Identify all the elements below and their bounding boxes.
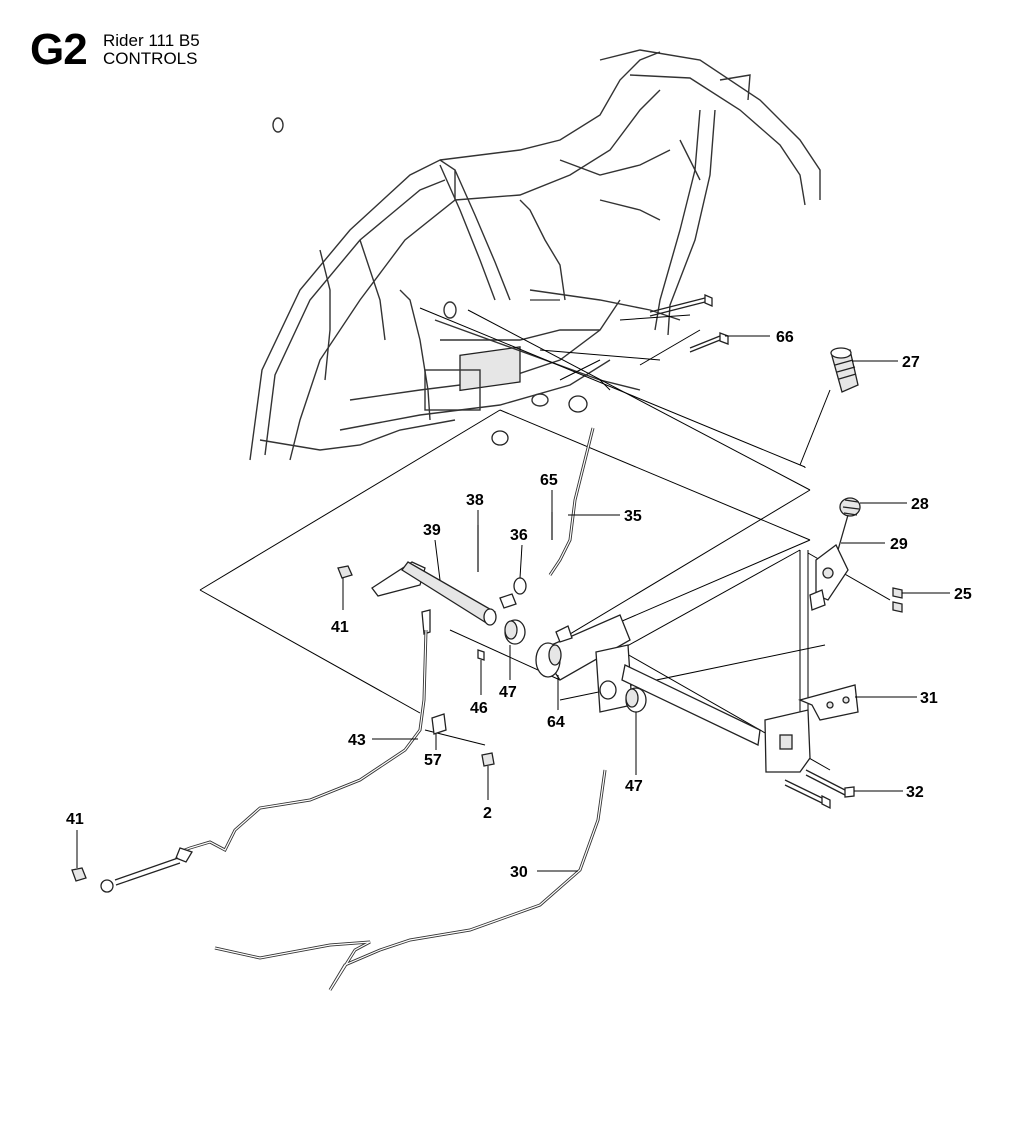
part-plate: [764, 709, 811, 773]
callout-29: 29: [890, 536, 908, 553]
callout-30: 30: [510, 864, 528, 881]
section-name: CONTROLS: [103, 49, 198, 68]
part-46-clip: [477, 649, 485, 661]
callout-28: 28: [911, 496, 929, 513]
assembly-guide-lines: [199, 299, 891, 771]
callout-57: 57: [424, 752, 442, 769]
part-36-clip: [513, 577, 527, 595]
part-25-screws: [892, 587, 903, 613]
callout-39: 39: [423, 522, 441, 539]
model-name: Rider 111 B5: [103, 31, 200, 50]
callout-65: 65: [540, 472, 558, 489]
callout-27: 27: [902, 354, 920, 371]
section-code: G2: [30, 25, 88, 74]
part-29-lever: [809, 514, 849, 611]
part-27-grip: [830, 347, 859, 393]
part-43-cable: [100, 609, 431, 893]
callout-66: 66: [776, 329, 794, 346]
callout-35: 35: [624, 508, 642, 525]
callout-64: 64: [547, 714, 565, 731]
callout-36: 36: [510, 527, 528, 544]
callout-labels: 66 27 28 29 25 65 35 38 39 36 41 47 46 6…: [66, 329, 972, 881]
callout-41-bottom: 41: [66, 811, 84, 828]
chassis-frame: [249, 49, 821, 461]
part-66-bolts: [649, 294, 729, 353]
part-30-cable: [214, 769, 607, 991]
callout-2: 2: [483, 805, 492, 822]
callout-25: 25: [954, 586, 972, 603]
part-47-bushing-right: [625, 687, 647, 713]
part-47-bushing-left: [504, 619, 526, 645]
part-28-knob: [839, 497, 861, 517]
part-57-clip: [431, 713, 447, 735]
part-35-rod: [548, 427, 595, 576]
part-41-nut-top: [337, 565, 353, 579]
callout-31: 31: [920, 690, 938, 707]
part-39-pedal-shaft: [371, 561, 517, 626]
part-32-bolts: [784, 769, 855, 810]
part-2-bolt: [481, 752, 495, 767]
callout-32: 32: [906, 784, 924, 801]
callout-47-right: 47: [625, 778, 643, 795]
callout-leaders: [76, 335, 950, 872]
callout-41-top: 41: [331, 619, 349, 636]
callout-47-left: 47: [499, 684, 517, 701]
part-64-pedal-tube: [535, 614, 761, 746]
callout-38: 38: [466, 492, 484, 509]
part-31-bracket: [798, 684, 859, 721]
callout-46: 46: [470, 700, 488, 717]
part-41-nut-bottom: [71, 867, 87, 882]
callout-43: 43: [348, 732, 366, 749]
